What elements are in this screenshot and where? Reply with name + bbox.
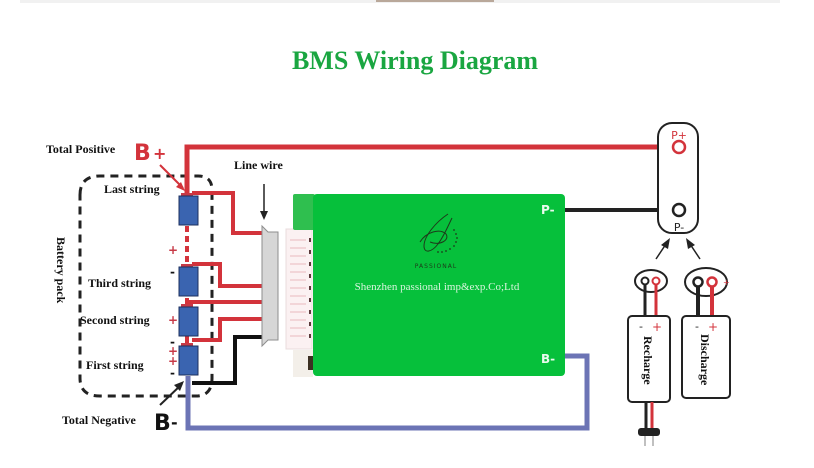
discharge-connector: [684, 267, 728, 297]
board-company: Shenzhen passional imp&exp.Co;Ltd: [355, 281, 520, 293]
b-plus-sign: +: [153, 144, 166, 163]
terminal-p-minus: [671, 202, 687, 218]
line-wire-connector: [261, 224, 279, 348]
line-wire-arrowhead: [260, 211, 268, 220]
terminal-p-plus-label: P+: [671, 129, 687, 142]
socket-contacts: [309, 238, 311, 338]
terminal-p-minus-label: P-: [674, 221, 684, 234]
recharge-minus: -: [639, 320, 643, 333]
total-positive-wire: [184, 144, 670, 196]
discharge-connector-plus: +: [723, 278, 730, 287]
discharge-box: [681, 315, 731, 399]
last-string-label: Last string: [104, 182, 160, 196]
socket-pins: [290, 239, 306, 337]
diagram-title: BMS Wiring Diagram: [291, 46, 539, 75]
board-b-minus-label: B-: [541, 352, 555, 366]
top-accent-strip: [376, 0, 494, 2]
recharge-connector-neg: [640, 276, 650, 286]
cell-last-string: [178, 195, 199, 226]
third-string-label: Third string: [88, 276, 151, 290]
b-minus-sign: -: [171, 413, 178, 432]
bms-board: [313, 194, 565, 376]
third-string-balance-wire: [192, 262, 264, 288]
cell-first-string: [178, 345, 199, 376]
cell-third-string-cap: [181, 264, 193, 268]
cell-third-string: [178, 266, 199, 297]
pcb-left-tab: [293, 194, 315, 230]
polarity-minus-2: -: [170, 335, 175, 349]
board-brand: PASSIONAL: [415, 263, 457, 270]
terminal-p-plus: [671, 139, 687, 155]
discharge-minus: -: [695, 320, 699, 333]
second-string-label: Second string: [80, 313, 150, 327]
cell-first-string-cap: [181, 343, 193, 347]
recharge-connector: [634, 269, 668, 293]
b-minus-wire: [185, 353, 590, 431]
cell-second-string: [178, 306, 199, 337]
line-wire-label: Line wire: [234, 158, 283, 172]
recharge-label: Recharge: [641, 336, 655, 385]
cell-last-string-cap: [181, 193, 193, 197]
passional-logo-icon: [419, 213, 453, 252]
third-second-link-wire: [185, 298, 264, 304]
board-socket: [285, 228, 313, 350]
polarity-minus-3: -: [170, 366, 175, 380]
discharge-label: Discharge: [698, 334, 712, 386]
polarity-minus-1: -: [170, 265, 175, 279]
board-p-minus-label: P-: [541, 203, 555, 217]
polarity-plus-4: +: [168, 354, 178, 368]
second-string-balance-wire: [192, 317, 264, 342]
recharge-box: [627, 315, 671, 403]
first-string-label: First string: [86, 358, 144, 372]
logo-dot-ring: [437, 229, 458, 253]
b-minus-letter: B: [154, 411, 171, 436]
discharge-connector-neg: [692, 276, 704, 288]
polarity-plus-3: +: [168, 344, 178, 358]
polarity-plus-2: +: [168, 313, 178, 327]
battery-pack-outline: [78, 174, 214, 398]
b-minus-arrowhead: [174, 381, 184, 391]
discharge-arrowhead: [686, 238, 695, 249]
pcb-bottom-component: [308, 356, 314, 370]
charger-plug-icon: [638, 428, 660, 436]
b-plus-letter: B: [134, 141, 151, 166]
discharge-connector-pos: [706, 276, 718, 288]
terminal-block: [657, 122, 699, 234]
total-negative-label: Total Negative: [62, 413, 137, 427]
total-positive-label: Total Positive: [46, 142, 116, 156]
recharge-plus: +: [652, 320, 662, 334]
discharge-plus: +: [708, 320, 718, 334]
last-string-balance-wire: [192, 191, 264, 235]
cell-second-string-cap: [181, 304, 193, 308]
recharge-connector-pos: [651, 276, 661, 286]
b-plus-arrowhead: [176, 182, 185, 191]
battery-pack-label: Battery pack: [54, 237, 68, 304]
recharge-arrowhead: [661, 238, 670, 249]
negative-balance-wire: [192, 335, 264, 385]
polarity-plus-1: +: [168, 243, 178, 257]
